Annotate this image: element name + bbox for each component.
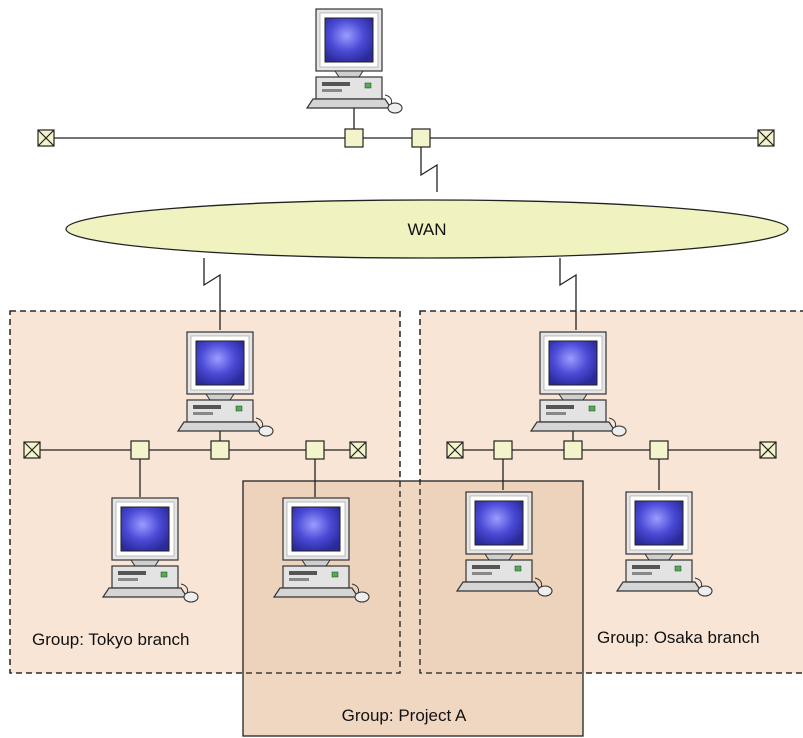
connector-node	[563, 440, 583, 460]
group-tokyo-label: Group: Tokyo branch	[32, 630, 190, 649]
group-project-a-label: Group: Project A	[342, 706, 467, 725]
wan-link-osaka	[559, 258, 577, 330]
wan-link-tokyo	[203, 258, 221, 330]
terminator-icon	[757, 129, 775, 147]
connector-node	[305, 440, 325, 460]
wan-cloud	[65, 199, 789, 259]
connector-node	[649, 440, 669, 460]
terminator-icon	[446, 441, 464, 459]
connector-node	[493, 440, 513, 460]
terminator-icon	[37, 129, 55, 147]
connector-node	[130, 440, 150, 460]
connector-node	[210, 440, 230, 460]
terminator-icon	[759, 441, 777, 459]
wan-label: WAN	[407, 220, 446, 239]
computer-icon	[306, 8, 403, 114]
group-osaka-label: Group: Osaka branch	[597, 628, 760, 647]
connector-node	[411, 128, 431, 148]
wan-link-top	[420, 146, 438, 192]
terminator-icon	[349, 441, 367, 459]
connector-node	[344, 128, 364, 148]
terminator-icon	[23, 441, 41, 459]
